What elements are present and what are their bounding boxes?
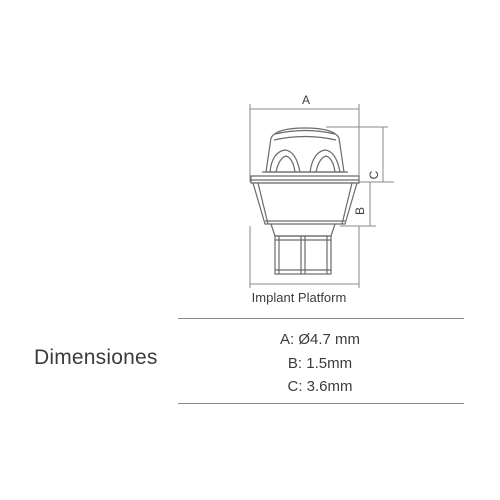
dimension-c-label: C xyxy=(367,170,381,179)
abutment-body xyxy=(250,127,360,275)
dimension-a-value: A: Ø4.7 mm xyxy=(279,331,361,348)
section-title: Dimensiones xyxy=(34,346,158,369)
implant-platform-label: Implant Platform xyxy=(251,290,347,305)
dimension-b-label: B xyxy=(353,207,367,215)
divider-bottom xyxy=(178,403,464,404)
implant-platform-bracket xyxy=(249,226,360,288)
dimension-b xyxy=(340,182,376,227)
dimension-b-value: B: 1.5mm xyxy=(287,354,353,372)
dimension-a-label: A xyxy=(302,93,310,107)
divider-top xyxy=(178,318,464,319)
dimensions-list: A: Ø4.7 mm B: 1.5mm C: 3.6mm xyxy=(250,328,390,399)
dimension-a xyxy=(249,104,360,182)
dimension-c-value: C: 3.6mm xyxy=(287,378,353,395)
